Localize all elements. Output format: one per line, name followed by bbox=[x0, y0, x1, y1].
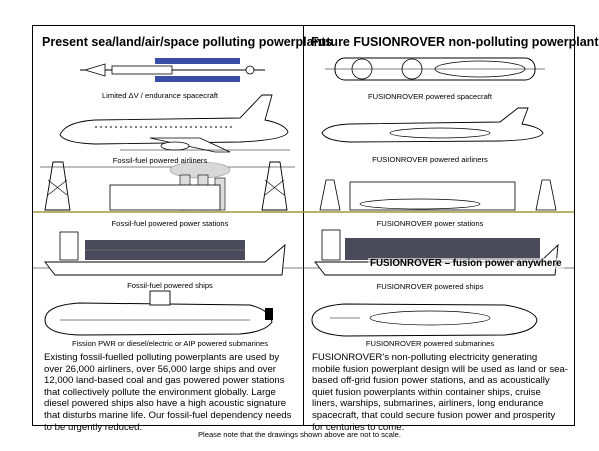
caption-left-airliners: Fossil-fuel powered airliners bbox=[112, 156, 208, 165]
right-paragraph: FUSIONROVER's non-polluting electricity … bbox=[312, 352, 568, 433]
caption-right-ships: FUSIONROVER powered ships bbox=[376, 282, 484, 291]
left-paragraph: Existing fossil-fuelled polluting powerp… bbox=[44, 352, 292, 433]
caption-right-spacecraft: FUSIONROVER powered spacecraft bbox=[367, 92, 493, 101]
caption-left-spacecraft: Limited ΔV / endurance spacecraft bbox=[101, 91, 219, 100]
caption-left-stations: Fossil-fuel powered power stations bbox=[111, 219, 229, 228]
left-submarine bbox=[44, 290, 273, 336]
left-heading: Present sea/land/air/space polluting pow… bbox=[42, 35, 333, 49]
caption-left-submarines: Fission PWR or diesel/electric or AIP po… bbox=[71, 339, 269, 348]
footnote: Please note that the drawings shown abov… bbox=[197, 430, 402, 439]
right-submarine bbox=[311, 303, 538, 337]
fusion-banner: FUSIONROVER – fusion power anywhere bbox=[368, 258, 564, 269]
caption-right-airliners: FUSIONROVER powered airliners bbox=[372, 155, 488, 164]
right-heading: Future FUSIONROVER non-polluting powerpl… bbox=[311, 35, 599, 49]
right-power-station bbox=[319, 179, 557, 211]
left-ship bbox=[44, 231, 286, 276]
left-airliner bbox=[59, 94, 290, 153]
right-airliner bbox=[321, 107, 544, 143]
caption-right-submarines: FUSIONROVER powered submarines bbox=[365, 339, 495, 348]
caption-left-ships: Fossil-fuel powered ships bbox=[127, 281, 213, 290]
right-spacecraft bbox=[325, 57, 545, 81]
caption-right-stations: FUSIONROVER power stations bbox=[376, 219, 484, 228]
left-power-station bbox=[40, 161, 295, 211]
column-divider bbox=[303, 25, 304, 426]
left-spacecraft bbox=[80, 58, 265, 82]
